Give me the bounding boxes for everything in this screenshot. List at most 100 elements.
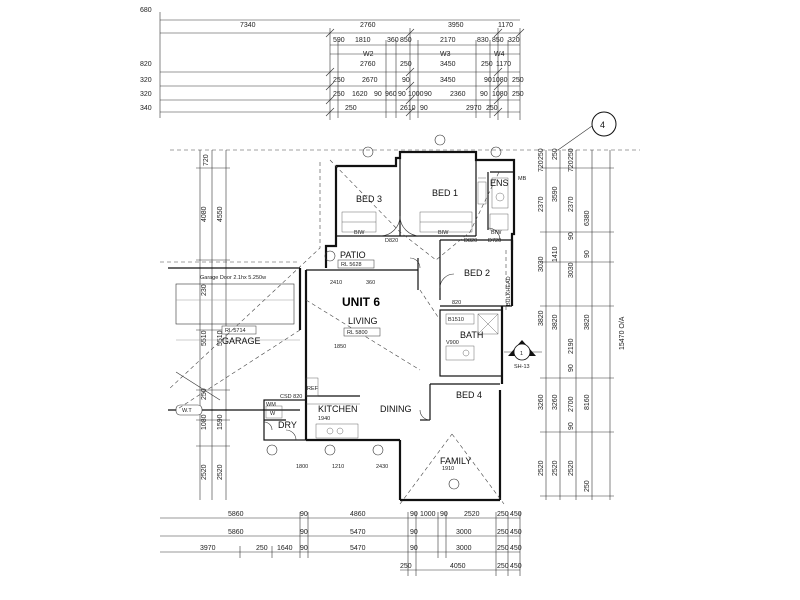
top-dim: 590 [333, 37, 345, 44]
interior-dim: 1940 [318, 416, 330, 422]
interior-dimensions: 2410 360 820 1850 1940 1800 1210 1910 24… [296, 280, 461, 472]
right-dim: 3260 [552, 394, 559, 410]
room-labels: BED 3 BED 1 ENS BED 2 PATIO RL 5628 UNIT… [266, 178, 509, 466]
right-dim: 250 [538, 148, 545, 160]
left-dim: 5510 [201, 330, 208, 346]
top-dim: 320 [140, 91, 152, 98]
top-dim: 7340 [240, 22, 256, 29]
right-dim: 90 [568, 422, 575, 430]
bottom-dim: 450 [510, 545, 522, 552]
bottom-dim: 90 [410, 545, 418, 552]
bottom-dim: 1640 [277, 545, 293, 552]
bottom-dim: 450 [510, 563, 522, 570]
bath-tub-label: B1510 [448, 317, 464, 323]
left-dim: 4550 [217, 206, 224, 222]
right-dim: 720 [538, 160, 545, 172]
top-dim: 250 [333, 91, 345, 98]
doors [263, 215, 501, 441]
biw-label: BIW [354, 230, 365, 236]
top-dim: 1000 [408, 91, 424, 98]
right-dim: 2520 [568, 460, 575, 476]
top-dim: 250 [512, 91, 524, 98]
top-dim: 680 [140, 7, 152, 14]
bottom-dim: 3970 [200, 545, 216, 552]
water-tank-label: W.T [182, 408, 192, 414]
room-bath: BATH [460, 330, 483, 340]
garage-door-label: Garage Door 2.1hx 5.250w [200, 275, 266, 281]
bottom-dim: 90 [440, 511, 448, 518]
bulkhead: BULKHEAD [505, 250, 512, 310]
bottom-dim: 3000 [456, 545, 472, 552]
left-dim: 1080 [201, 414, 208, 430]
washing-machine-label: W [270, 411, 276, 417]
rl-garage: RL 5714 [225, 328, 246, 334]
section-number: 1 [520, 351, 523, 357]
interior-dim: 1800 [296, 464, 308, 470]
right-dim: 3590 [552, 186, 559, 202]
bottom-dim: 450 [510, 529, 522, 536]
right-dim: 2370 [568, 196, 575, 212]
left-dimension-strings: 720 4080 4550 230 5510 250 5510 1080 159… [196, 150, 230, 500]
top-dim: 250 [486, 105, 498, 112]
left-dim: 230 [201, 284, 208, 296]
bottom-dim: 90 [300, 529, 308, 536]
vanity-label: V900 [446, 340, 459, 346]
right-dim: 6380 [584, 210, 591, 226]
bottom-dim: 250 [497, 529, 509, 536]
left-dim: 1590 [217, 414, 224, 430]
top-dim: 250 [481, 61, 493, 68]
top-dim: 1080 [492, 91, 508, 98]
top-dim: 1620 [352, 91, 368, 98]
room-living: LIVING [348, 316, 378, 326]
left-dim: 5510 [217, 330, 224, 346]
grid-line-4: 4 [170, 111, 640, 151]
top-dim: 1080 [492, 77, 508, 84]
top-dim: 250 [512, 77, 524, 84]
top-dim: 2760 [360, 22, 376, 29]
top-dim: 3450 [440, 77, 456, 84]
rl-patio: RL 5628 [341, 262, 362, 268]
right-dim: 250 [584, 480, 591, 492]
room-bed1: BED 1 [432, 188, 458, 198]
bottom-dim: 5860 [228, 511, 244, 518]
top-dim: 850 [400, 37, 412, 44]
top-dim: 90 [374, 91, 382, 98]
building-walls [263, 150, 516, 502]
rl-living: RL 5800 [347, 330, 368, 336]
garage-area: Garage Door 2.1hx 5.250w RL 5714 GARAGE … [160, 261, 302, 416]
top-dim: 90 [424, 91, 432, 98]
interior-dim: 820 [452, 300, 461, 306]
bottom-dim: 250 [256, 545, 268, 552]
right-dim: 250 [568, 148, 575, 160]
top-dim: 90 [484, 77, 492, 84]
room-wm: WM [266, 402, 276, 408]
bottom-dimension-strings: 5860 90 4860 90 1000 90 2520 250 450 586… [160, 511, 522, 576]
bottom-dim: 4050 [450, 563, 466, 570]
left-dim: 720 [203, 154, 210, 166]
window-markers [266, 134, 502, 490]
top-dim: 320 [508, 37, 520, 44]
bottom-dim: 90 [300, 545, 308, 552]
bottom-dim: 90 [410, 511, 418, 518]
interior-dim: 1850 [334, 344, 346, 350]
interior-dim: 360 [366, 280, 375, 286]
bottom-dim: 250 [497, 511, 509, 518]
top-dim: 250 [345, 105, 357, 112]
top-dim: 850 [492, 37, 504, 44]
roof-outline [167, 159, 505, 505]
door-tag: D820 [385, 238, 398, 244]
right-dim: 2520 [538, 460, 545, 476]
right-dim: 3260 [538, 394, 545, 410]
right-dim: 250 [552, 148, 559, 160]
bottom-dim: 4860 [350, 511, 366, 518]
biw-label: BIW [491, 230, 502, 236]
bottom-dim: 250 [400, 563, 412, 570]
top-dim: 1810 [355, 37, 371, 44]
section-marker: 1 SH-13 [504, 340, 542, 370]
right-dim: 2520 [552, 460, 559, 476]
interior-dim: 1910 [442, 466, 454, 472]
interior-dim: 1210 [332, 464, 344, 470]
bottom-dim: 90 [410, 529, 418, 536]
right-dim: 3820 [538, 310, 545, 326]
